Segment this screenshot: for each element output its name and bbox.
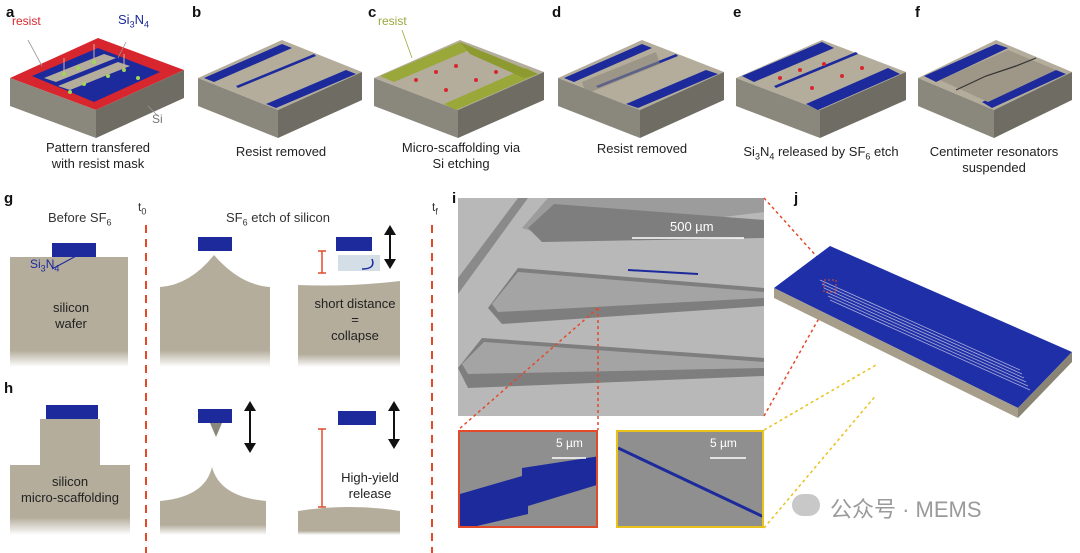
block-e-illustration <box>736 40 906 138</box>
sem-inset-yellow <box>616 430 764 528</box>
watermark-text: 公众号 · MEMS <box>830 497 982 522</box>
si3n4-label-a: Si3N4 <box>118 12 149 30</box>
panel-label-a: a <box>6 4 15 21</box>
block-a-illustration <box>10 38 184 138</box>
si3n4-label-g: Si3N4 <box>30 257 60 274</box>
block-c-illustration <box>374 29 544 138</box>
panel-label-g: g <box>4 190 14 207</box>
sem-main-image <box>458 198 764 416</box>
panel-label-b: b <box>192 4 202 21</box>
caption-d: Resist removed <box>596 141 688 156</box>
scale-bar-inset2-label: 5 µm <box>710 436 737 450</box>
panel-label-i: i <box>452 190 457 207</box>
resist-label-c: resist <box>378 14 407 28</box>
scale-bar-inset1-label: 5 µm <box>556 436 583 450</box>
panel-label-f: f <box>915 4 920 21</box>
panel-label-c: c <box>368 4 377 21</box>
caption-e: Si3N4 released by SF6 etch <box>743 144 899 162</box>
sem-inset-red <box>458 430 598 528</box>
block-d-illustration <box>558 40 724 138</box>
caption-b: Resist removed <box>235 144 327 159</box>
before-sf6-label: Before SF6 <box>48 210 112 228</box>
sf6-etch-schematic <box>10 225 433 553</box>
panel-label-h: h <box>4 380 14 397</box>
block-b-illustration <box>198 40 362 138</box>
block-f-illustration <box>918 40 1072 138</box>
wechat-icon <box>792 494 820 516</box>
si-label-a: Si <box>152 112 163 126</box>
panel-label-j: j <box>794 190 799 207</box>
panel-label-e: e <box>733 4 742 21</box>
chip-photo <box>774 246 1072 418</box>
panel-label-d: d <box>552 4 562 21</box>
tf-label: tf <box>432 200 438 217</box>
t0-label: t0 <box>138 200 147 217</box>
resist-label-a: resist <box>12 14 41 28</box>
sf6-etch-label: SF6 etch of silicon <box>226 210 331 228</box>
short-distance-label: short distance=collapse <box>314 296 396 343</box>
scale-bar-main-label: 500 µm <box>670 219 714 234</box>
